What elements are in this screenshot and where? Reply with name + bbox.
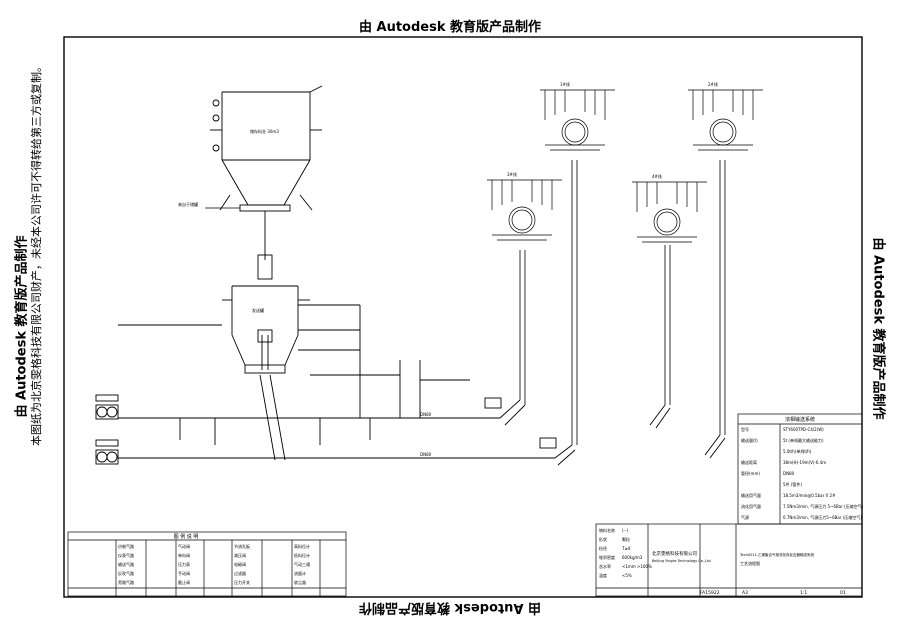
legend-item: 气动三通 xyxy=(294,561,310,567)
receiver-3-label: 3#线 xyxy=(507,171,517,177)
spec-value: 18.5m3/min@0.5bar X 2# xyxy=(783,493,836,498)
legend-item: 仪表气路 xyxy=(118,552,134,558)
receiver-4-label: 4#线 xyxy=(652,173,662,179)
spec-label: 型号 xyxy=(741,426,749,432)
spec-value: 7.5Nm3/min, 气源压力 5~6Bar (压缩空气) xyxy=(783,503,864,509)
company-name: 北京雯格科技有限公司 xyxy=(652,550,697,557)
receiver-2 xyxy=(688,89,763,151)
receiver-1 xyxy=(540,89,615,151)
drawing-frame xyxy=(63,36,863,598)
title-block xyxy=(595,413,863,597)
system-name: 浓相输送系统 xyxy=(785,416,815,423)
spec-value: 5t (单线最大输送能力) xyxy=(783,437,824,443)
spec-label: 气源 xyxy=(741,514,749,520)
spec-value: DN80 xyxy=(783,471,795,476)
legend-item: 收尘器 xyxy=(294,579,306,585)
material-value: T≥4 xyxy=(621,546,631,551)
legend-item: 减压阀 xyxy=(234,552,246,558)
legend-item: 仿制气路 xyxy=(118,543,134,549)
legend-item: 单向阀 xyxy=(178,552,190,558)
legend-item: 旁路气路 xyxy=(118,579,134,585)
material-label: 含水率 xyxy=(599,563,611,569)
material-label: 粒径 xyxy=(599,545,607,551)
spec-label: 输送用气量 xyxy=(741,492,761,498)
legend-item: 过滤器 xyxy=(234,570,246,576)
risers xyxy=(519,160,726,445)
material-value: 600kg/m3 xyxy=(622,555,643,560)
receiver-3 xyxy=(487,179,562,241)
legend-title: 图 例 说 明 xyxy=(174,533,199,540)
receiver-4 xyxy=(632,181,707,243)
storage-silo xyxy=(210,85,323,260)
company-name-en: Beijing Yingke Technology Co.,Ltd xyxy=(652,559,711,563)
silo-label: 储存料仓 30m3 xyxy=(250,128,279,134)
spec-value: 0.7Nm3/min, 气源压力5~6Bar (压缩空气) xyxy=(783,514,862,520)
legend-item: 高料位计 xyxy=(294,543,310,549)
legend-item: 压力表 xyxy=(178,561,190,567)
spec-label: 流化用气量 xyxy=(741,503,761,509)
vessel-label: 发送罐 xyxy=(252,307,264,313)
material-label: 堆积密度 xyxy=(599,554,615,560)
drawing-number: FA15922 xyxy=(700,590,720,596)
project-line: Tech0011-乙烯聚合气相流化床反应器输送系统 xyxy=(739,552,815,557)
material-value: <1mm >100% xyxy=(622,564,652,569)
legend-item: 反吹气路 xyxy=(118,570,134,576)
legend-item: 手动阀 xyxy=(178,570,190,576)
spec-label: 输送量(t) xyxy=(741,437,758,443)
conveying-pipes xyxy=(118,304,555,461)
watermark-top: 由 Autodesk 教育版产品制作 xyxy=(358,20,542,35)
material-value: <5% xyxy=(622,573,632,578)
material-label: 温度 xyxy=(599,572,607,578)
legend-item: 低料位计 xyxy=(294,552,310,558)
feed-line-label: 来自于储罐 xyxy=(178,201,198,207)
drawing-title: 工艺流程图 xyxy=(740,560,760,566)
legend-item: 节流孔板 xyxy=(234,543,250,549)
legend-item: 压力开关 xyxy=(234,579,250,585)
receiver-2-label: 2#线 xyxy=(708,81,718,87)
material-label: 形状 xyxy=(599,536,607,542)
legend-item: 流量计 xyxy=(294,570,306,576)
title-block-rows: 型号 STY600TPD-C4/2(W) 输送量(t) 5t (单线最大输送能力) 5.… xyxy=(741,426,864,520)
blower-1 xyxy=(95,394,119,420)
spec-value: 5件 (管件) xyxy=(783,481,802,487)
material-label: 物料名称 xyxy=(599,527,615,533)
scale: 1:1 xyxy=(800,590,807,596)
material-value: 颗粒 xyxy=(622,536,630,542)
spec-label: 输送距离 xyxy=(741,459,757,465)
legend-table xyxy=(67,531,347,597)
blower-2 xyxy=(95,439,119,465)
spec-value: STY600TPD-C4/2(W) xyxy=(783,427,824,432)
receiver-1-label: 1#线 xyxy=(560,81,570,87)
pipe-label-2: DN80 xyxy=(420,452,432,457)
pressure-vessel xyxy=(222,254,310,374)
diverter-valves xyxy=(484,397,726,466)
legend-item: 气动阀 xyxy=(178,543,190,549)
material-value: (--) xyxy=(622,528,628,533)
sheet-size: A3 xyxy=(742,590,748,596)
spec-label: 管径(mm) xyxy=(741,470,760,476)
spec-value: 38m(H)-19m(V)-6.4m xyxy=(783,460,826,465)
spec-value: 5.0t/h(单线t/h) xyxy=(783,448,812,454)
pipe-label-1: DN80 xyxy=(420,412,432,417)
legend-item: 输送气路 xyxy=(118,561,134,567)
sheet-number: 01 xyxy=(840,590,846,596)
legend-item: 截止阀 xyxy=(178,579,190,585)
legend-item: 电磁阀 xyxy=(234,561,246,567)
